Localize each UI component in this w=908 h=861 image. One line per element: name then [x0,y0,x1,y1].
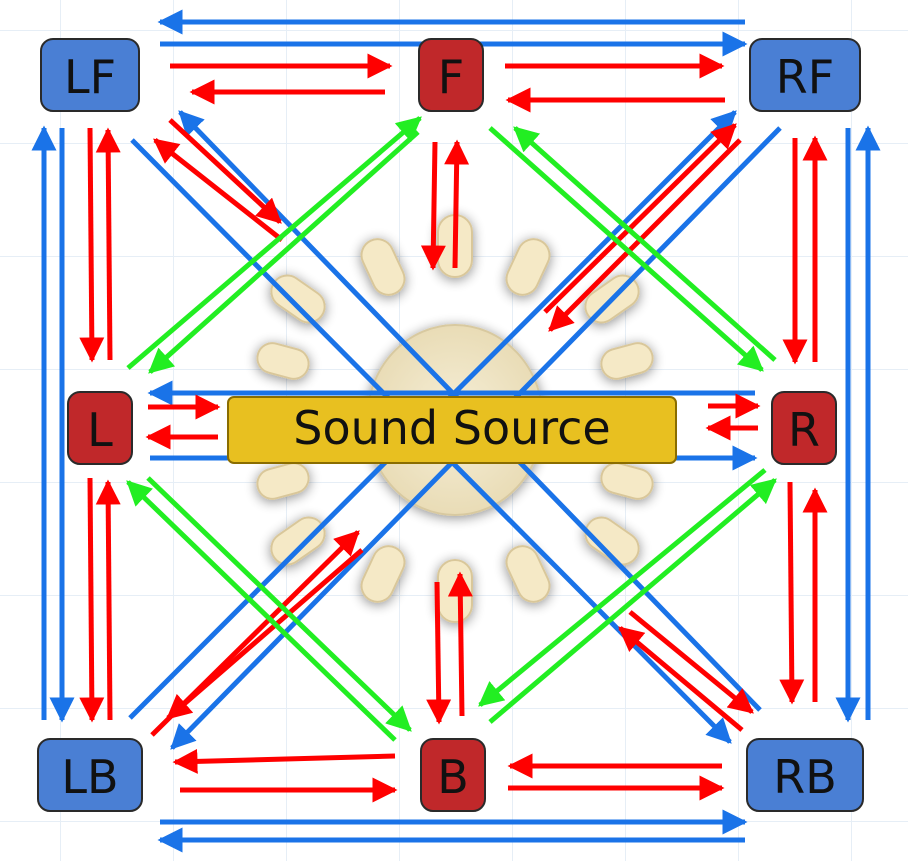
node-box [418,38,484,112]
arrow-lf-to-l [79,127,105,363]
sound-source-label: Sound Source [293,401,610,455]
arrow-f-to-l [148,130,420,374]
arrow-l-to-lb [79,477,105,723]
arrow-b-to-source [447,571,473,717]
node-box [746,738,864,812]
arrow-f-to-r [488,126,764,372]
arrow-source-to-lf [153,138,284,242]
arrow-b-to-lb [172,748,396,774]
arrow-l-to-b [146,476,412,732]
arrow-source-to-rb [628,610,754,714]
node-label: R [788,403,820,457]
speaker-node-lb[interactable]: LB [37,738,143,812]
node-label: RB [773,750,837,804]
speaker-nodes: LF F RF L R LB B RB [37,38,864,812]
arrow-source-to-f [444,139,470,269]
node-label: LB [61,750,118,804]
speaker-node-l[interactable]: L [67,391,133,465]
arrow-lb-to-l [95,479,121,721]
arrow-lf-to-source [168,118,282,224]
arrow-l-to-lf [95,127,121,361]
arrow-rf-to-source [548,138,742,332]
arrow-l-to-f [126,116,422,370]
arrow-source-to-rf [543,123,737,314]
speaker-node-rb[interactable]: RB [746,738,864,812]
arrow-b-to-r [488,478,777,724]
speaker-node-lf[interactable]: LF [40,38,140,112]
arrow-source-to-b [426,581,452,725]
arrow-r-to-rb [779,481,805,705]
speaker-node-b[interactable]: B [420,738,486,812]
speaker-node-rf[interactable]: RF [749,38,861,112]
node-label: RF [776,50,834,104]
node-label: LF [64,50,116,104]
node-label: F [438,50,464,104]
node-box [420,738,486,812]
node-label: B [437,750,469,804]
node-box [771,391,837,465]
node-box [40,38,140,112]
node-box [749,38,861,112]
arrow-source-to-lb [166,548,364,720]
arrow-r-to-b [478,468,767,707]
node-box [67,391,133,465]
speaker-node-r[interactable]: R [771,391,837,465]
arrow-b-to-l [126,480,397,742]
arrow-rb-to-source [618,626,744,732]
arrow-f-to-source [420,141,446,271]
sound-source-label-box: Sound Source [227,396,677,464]
node-box [37,738,143,812]
node-label: L [87,403,113,457]
speaker-node-f[interactable]: F [418,38,484,112]
arrow-r-to-f [513,126,777,362]
